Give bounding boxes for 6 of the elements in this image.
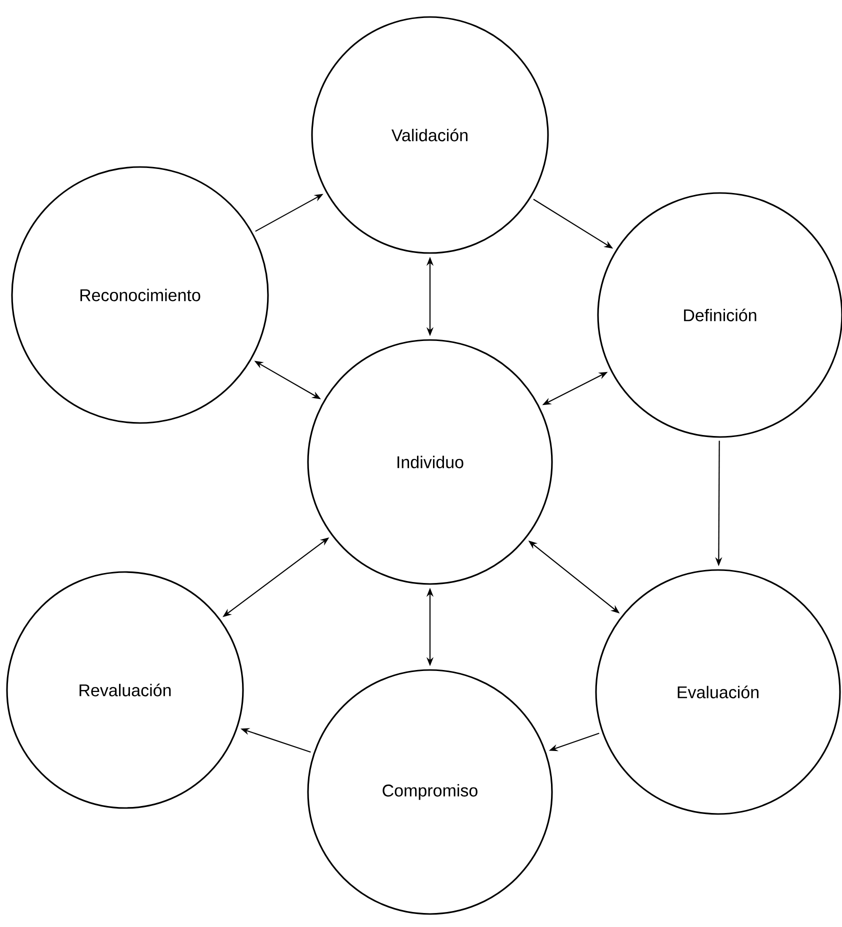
circle-node: Compromiso [307,669,553,915]
circle-node: Validación [311,16,549,254]
circle-node: Individuo [307,339,553,585]
circle-node: Revaluación [6,571,244,809]
circle-node: Reconocimiento [11,166,269,424]
circle-node: Evaluación [595,569,841,815]
